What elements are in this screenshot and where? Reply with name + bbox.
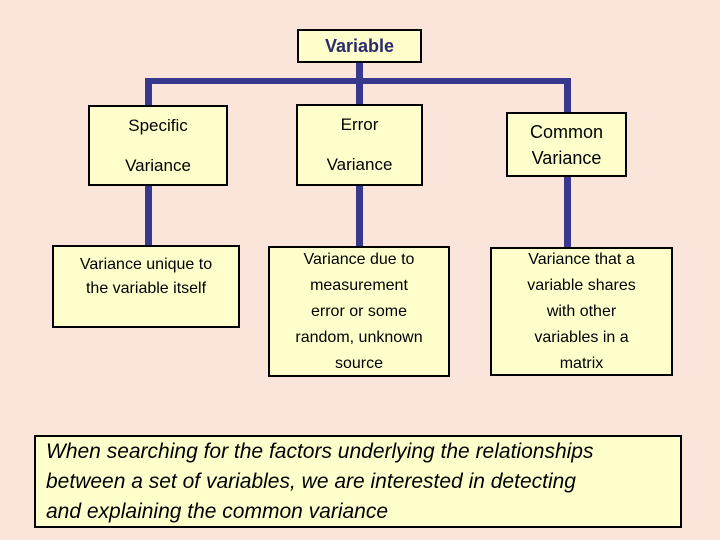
desc-node-specific-variance: Variance unique to the variable itself [52,245,240,328]
branch-node-label: Specific Variance [125,115,191,175]
branch-node-label: Common Variance [529,121,604,168]
connector-error-to-desc [356,184,363,247]
connector-to-common [564,82,571,113]
branch-node-common-variance: Common Variance [506,112,627,177]
footer-note-text: When searching for the factors underlyin… [46,439,594,523]
desc-node-text: Variance unique to the variable itself [79,256,213,297]
footer-note-box: When searching for the factors underlyin… [34,435,682,528]
connector-to-specific [145,82,152,106]
desc-node-error-variance: Variance due to measurement error or som… [268,246,450,377]
desc-node-text: Variance that a variable shares with oth… [527,250,636,372]
connector-common-to-desc [564,175,571,248]
branch-node-error-variance: Error Variance [296,104,423,186]
root-node-label: Variable [324,35,395,56]
connector-root-to-error [356,62,363,106]
connector-specific-to-desc [145,184,152,246]
desc-node-common-variance: Variance that a variable shares with oth… [490,247,673,376]
branch-node-label: Error Variance [326,115,393,174]
root-node-variable: Variable [297,29,422,63]
desc-node-text: Variance due to measurement error or som… [295,250,423,372]
branch-node-specific-variance: Specific Variance [88,105,228,186]
